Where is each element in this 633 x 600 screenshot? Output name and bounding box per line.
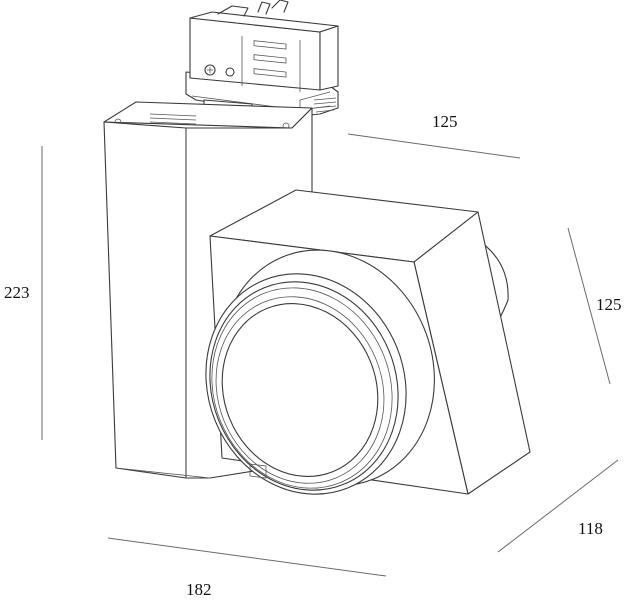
- track-adapter: [185, 0, 339, 119]
- dim-label-top: 125: [432, 112, 458, 131]
- dim-label-width: 182: [186, 580, 212, 599]
- dimline-width: [107, 537, 387, 577]
- dimline-right: [567, 227, 611, 385]
- dim-label-height: 223: [4, 283, 30, 302]
- dimline-top: [347, 133, 521, 159]
- dim-label-depth: 118: [578, 519, 603, 538]
- dimension-lines: [41, 133, 619, 577]
- dimline-depth: [497, 459, 619, 553]
- dim-label-right: 125: [596, 295, 622, 314]
- lamp-head: [205, 189, 531, 495]
